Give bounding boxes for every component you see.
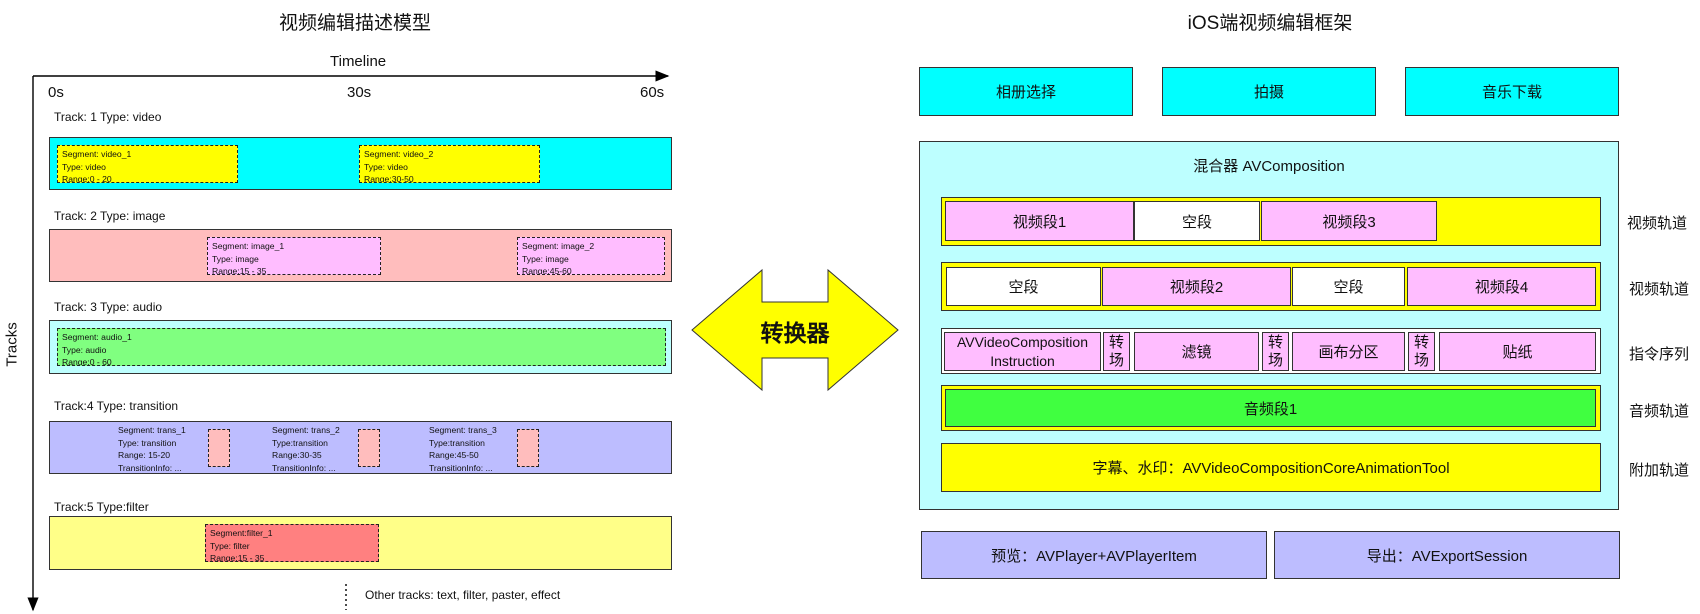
instruction-transition-1: 转 场 [1103, 332, 1130, 371]
empty-segment: 空段 [946, 267, 1101, 306]
tracks-axis-label: Tracks [3, 322, 21, 367]
input-capture: 拍摄 [1162, 67, 1376, 116]
converter-double-arrow [691, 268, 899, 392]
audio-segment-1: 音频段1 [945, 389, 1596, 427]
instruction-transition-2: 转 场 [1262, 332, 1289, 371]
instruction-avvideocomposition: AVVideoComposition Instruction [944, 332, 1101, 371]
segment-video-2: Segment: video_2 Type: video Range:30-50 [359, 145, 540, 183]
segment-trans-2-label: Segment: trans_2 Type:transition Range:3… [272, 425, 340, 473]
segment-image-1: Segment: image_1 Type: image Range:15 - … [207, 237, 381, 275]
left-title: 视频编辑描述模型 [278, 13, 431, 34]
extra-track-subtitle-watermark: 字幕、水印：AVVideoCompositionCoreAnimationToo… [941, 443, 1601, 492]
output-export: 导出：AVExportSession [1274, 531, 1620, 579]
instruction-transition-3: 转 场 [1408, 332, 1435, 371]
instruction-sequence-label: 指令序列 [1629, 346, 1690, 363]
timeline-tick-0s: 0s [48, 84, 64, 101]
video-segment-3: 视频段3 [1261, 201, 1437, 241]
timeline-axes [27, 70, 670, 612]
converter-label: 转换器 [760, 320, 830, 346]
timeline-label: Timeline [330, 53, 387, 70]
composition-title: 混合器 AVComposition [1193, 158, 1345, 175]
input-music-download: 音乐下载 [1405, 67, 1619, 116]
segment-trans-3-label: Segment: trans_3 Type:transition Range:4… [429, 425, 497, 473]
instruction-sticker: 贴纸 [1439, 332, 1596, 371]
track-4-label: Track:4 Type: transition [54, 399, 179, 413]
right-title: iOS端视频编辑框架 [1187, 13, 1353, 34]
video-segment-4: 视频段4 [1407, 267, 1596, 306]
segment-trans-1-block [208, 429, 230, 467]
output-preview: 预览：AVPlayer+AVPlayerItem [921, 531, 1267, 579]
timeline-tick-30s: 30s [347, 84, 372, 101]
segment-audio-1: Segment: audio_1 Type: audio Range:0 - 6… [57, 328, 666, 366]
video-segment-2: 视频段2 [1102, 267, 1291, 306]
instruction-canvas-partition: 画布分区 [1292, 332, 1405, 371]
video-segment-1: 视频段1 [945, 201, 1134, 241]
input-album-select: 相册选择 [919, 67, 1133, 116]
track-3-label: Track: 3 Type: audio [54, 300, 163, 314]
track-5-label: Track:5 Type:filter [54, 500, 149, 514]
track-1-label: Track: 1 Type: video [54, 110, 162, 124]
segment-trans-2-block [358, 429, 380, 467]
empty-segment: 空段 [1134, 201, 1260, 241]
empty-segment: 空段 [1292, 267, 1405, 306]
video-track-label-1: 视频轨道 [1627, 215, 1688, 232]
segment-filter-1: Segment:filter_1 Type: filter Range:15 -… [205, 524, 379, 562]
audio-track-label: 音频轨道 [1629, 403, 1690, 420]
track-2-label: Track: 2 Type: image [54, 209, 166, 223]
segment-trans-3-block [517, 429, 539, 467]
segment-trans-1-label: Segment: trans_1 Type: transition Range:… [118, 425, 186, 473]
segment-video-1: Segment: video_1 Type: video Range:0 - 2… [57, 145, 238, 183]
instruction-filter: 滤镜 [1134, 332, 1259, 371]
segment-image-2: Segment: image_2 Type: image Range:45-60 [517, 237, 665, 275]
video-track-label-2: 视频轨道 [1629, 281, 1690, 298]
timeline-tick-60s: 60s [640, 84, 665, 101]
other-tracks-note: Other tracks: text, filter, paster, effe… [365, 588, 561, 602]
extra-track-label: 附加轨道 [1629, 462, 1690, 479]
